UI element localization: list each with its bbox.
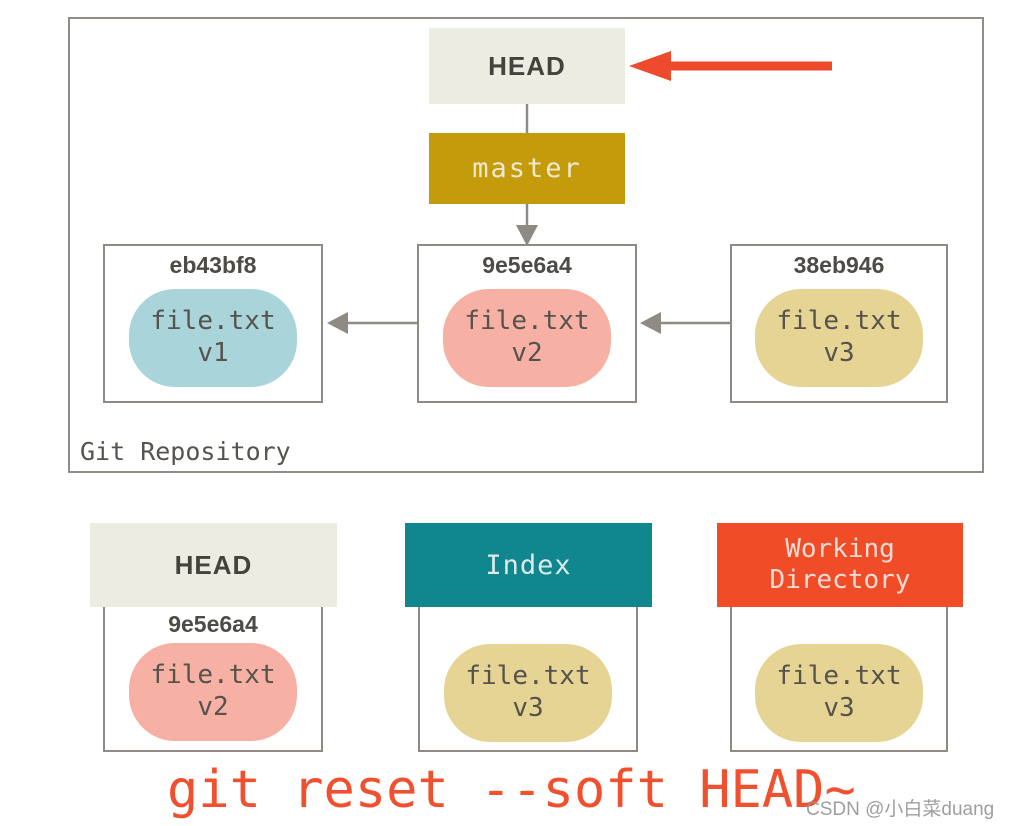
head-area-hash: 9e5e6a4 — [168, 611, 258, 637]
file-snapshot-pill: file.txt v3 — [755, 644, 923, 742]
file-snapshot-pill: file.txt v2 — [443, 289, 611, 387]
file-name: file.txt — [464, 306, 590, 337]
commit-box-eb43bf8: eb43bf8 file.txt v1 — [103, 244, 323, 403]
workdir-area-title: Working Directory — [769, 534, 911, 595]
index-area-box: file.txt v3 — [418, 605, 638, 752]
head-area-box: 9e5e6a4 file.txt v2 — [103, 605, 323, 752]
commit-hash: 38eb946 — [793, 252, 885, 278]
file-snapshot-pill: file.txt v1 — [129, 289, 297, 387]
index-area-title: Index — [485, 549, 572, 581]
file-name: file.txt — [150, 306, 276, 337]
git-repository-label: Git Repository — [80, 437, 291, 466]
csdn-watermark: CSDN @小白菜duang — [806, 799, 995, 820]
workdir-area-header: Working Directory — [717, 523, 963, 607]
file-snapshot-pill: file.txt v3 — [755, 289, 923, 387]
file-name: file.txt — [776, 661, 902, 692]
head-pointer-box: HEAD — [429, 28, 625, 104]
commit-box-9e5e6a4: 9e5e6a4 file.txt v2 — [417, 244, 637, 403]
file-version: v3 — [512, 693, 544, 723]
file-version: v3 — [823, 693, 855, 723]
workdir-area-box: file.txt v3 — [730, 605, 948, 752]
index-area-header: Index — [405, 523, 652, 607]
master-branch-label: master — [472, 153, 582, 184]
file-version: v2 — [197, 692, 229, 722]
head-area-title: HEAD — [174, 549, 253, 580]
head-area-header: HEAD — [90, 523, 337, 607]
git-repository-box — [68, 17, 984, 473]
head-pointer-label: HEAD — [488, 50, 566, 81]
file-version: v1 — [197, 338, 229, 368]
commit-hash: eb43bf8 — [169, 252, 257, 278]
commit-hash: 9e5e6a4 — [482, 252, 572, 278]
git-command-text: git reset --soft HEAD~ — [167, 760, 856, 820]
commit-box-38eb946: 38eb946 file.txt v3 — [730, 244, 948, 403]
file-name: file.txt — [776, 306, 902, 337]
file-version: v3 — [823, 338, 855, 368]
file-snapshot-pill: file.txt v3 — [444, 644, 612, 742]
file-name: file.txt — [465, 661, 591, 692]
file-name: file.txt — [150, 660, 276, 691]
master-branch-box: master — [429, 133, 625, 204]
file-snapshot-pill: file.txt v2 — [129, 643, 297, 741]
file-version: v2 — [511, 338, 543, 368]
